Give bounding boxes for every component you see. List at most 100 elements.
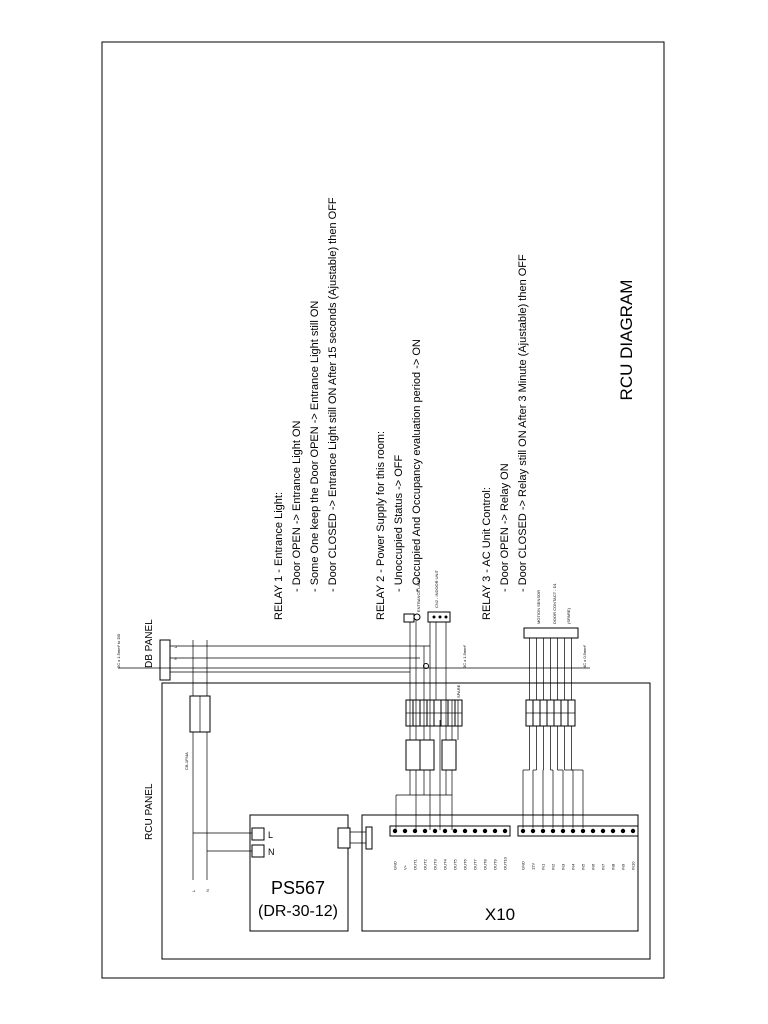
input-strip-body	[517, 825, 639, 837]
input-terminal-label: IN8	[611, 863, 616, 870]
psu-dc-terminals	[337, 827, 351, 849]
x10-power-terminal	[365, 826, 373, 850]
sheet-border	[101, 41, 665, 979]
psu-part-number: (DR-30-12)	[258, 903, 338, 920]
supply-n-label: N	[205, 889, 210, 892]
input-terminal-label: IN9	[621, 863, 626, 870]
entrance-lamp-terminal	[403, 613, 415, 623]
x10-label: X10	[485, 905, 515, 924]
rcu-panel-outline	[161, 682, 651, 960]
db-panel-label: DB PANEL	[144, 619, 155, 668]
sensor-connector	[523, 627, 579, 639]
output-terminal-label: OUT5	[453, 859, 458, 870]
entrance-lamp-label: ENTRANCE LAMP	[416, 578, 421, 612]
input-terminal-screw	[580, 828, 586, 834]
psu-terminal-l-label: L	[268, 830, 273, 840]
output-terminal-label: OUT6	[463, 859, 468, 870]
relay1-line-2: - Some One keep the Door OPEN -> Entranc…	[309, 301, 321, 592]
input-terminal-screw	[520, 828, 526, 834]
sensor-spare-label: (SPARE)	[566, 607, 571, 624]
output-terminal-label: V+	[403, 864, 408, 870]
input-terminal-screw	[610, 828, 616, 834]
relay1-line-1: - Door OPEN -> Entrance Light ON	[291, 420, 303, 592]
indoor-unit-label: CN2 - INDOOR UNIT	[434, 569, 439, 608]
input-terminal-screw	[530, 828, 536, 834]
input-terminal-screw	[550, 828, 556, 834]
output-terminal-label: OUT2	[423, 859, 428, 870]
entrance-lamp-symbol	[413, 613, 421, 621]
relay-terminal-block-top	[405, 699, 463, 727]
input-terminal-label: IN10	[631, 861, 636, 870]
relay2-line-2: - Occupied And Occupancy evaluation peri…	[411, 339, 423, 592]
diagram-title: RCU DIAGRAM	[617, 280, 636, 401]
psu-terminal-n-label: N	[268, 847, 275, 857]
input-terminal-screw	[590, 828, 596, 834]
relay3-line-1: - Door OPEN -> Relay ON	[499, 463, 511, 592]
breaker-label: CB-1P/4A	[184, 752, 189, 770]
relay3-line-2: - Door CLOSED -> Relay still ON After 3 …	[517, 254, 529, 592]
input-terminal-label: IN5	[581, 863, 586, 870]
input-terminal-label: IN1	[541, 863, 546, 870]
input-terminal-screw	[560, 828, 566, 834]
output-terminal-screw	[472, 828, 478, 834]
input-terminal-screw	[620, 828, 626, 834]
output-terminal-label: OUT10	[503, 856, 508, 870]
lamp-neutral-node	[423, 663, 429, 669]
output-terminal-label: OUT9	[493, 859, 498, 870]
output-terminal-screw	[502, 828, 508, 834]
spare-relay-label: SPARE	[456, 684, 461, 698]
db-panel-busbar	[159, 639, 171, 681]
input-terminal-label: IN6	[591, 863, 596, 870]
input-terminal-label: 12V	[531, 863, 536, 870]
motion-sensor-label: MOTION SENSOR	[536, 590, 541, 624]
input-terminal-screw	[630, 828, 636, 834]
output-terminal-screw	[402, 828, 408, 834]
indoor-unit-pin-3	[444, 615, 448, 619]
input-terminal-label: IN7	[601, 863, 606, 870]
relay1-line-3: - Door CLOSED -> Entrance Light still ON…	[327, 197, 339, 592]
relay1-heading: RELAY 1 - Entrance Light:	[273, 492, 285, 620]
relay2-line-1: - Unoccupied Status -> OFF	[393, 454, 405, 592]
sensor-wires	[522, 638, 584, 828]
db-n-label: N	[173, 657, 178, 660]
indoor-unit-pin-2	[438, 615, 442, 619]
output-terminal-screw	[392, 828, 398, 834]
input-terminal-screw	[540, 828, 546, 834]
input-terminal-screw	[600, 828, 606, 834]
relay-1	[405, 739, 421, 771]
rcu-panel-label: RCU PANEL	[144, 783, 155, 840]
input-terminal-label: IN3	[561, 863, 566, 870]
supply-l-label: L	[191, 889, 196, 892]
input-terminal-label: IN2	[551, 863, 556, 870]
output-terminal-screw	[482, 828, 488, 834]
output-terminal-label: OUT8	[483, 859, 488, 870]
input-terminal-label: GND	[521, 861, 526, 870]
output-terminal-screw	[422, 828, 428, 834]
relay3-heading: RELAY 3 - AC Unit Control:	[481, 487, 493, 620]
x10-controller-box	[361, 814, 639, 932]
output-strip-body	[389, 825, 511, 837]
output-terminal-screw	[442, 828, 448, 834]
relay-2	[419, 739, 435, 771]
output-terminal-screw	[492, 828, 498, 834]
input-terminal-screw	[570, 828, 576, 834]
cable-label-mid: 3C x 1.5mm²	[462, 644, 467, 668]
output-terminal-label: GND	[393, 861, 398, 870]
cable-label-low: 4C x 0.5mm²	[582, 644, 587, 668]
output-terminal-screw	[432, 828, 438, 834]
output-terminal-label: OUT7	[473, 859, 478, 870]
indoor-unit-pin-1	[432, 615, 436, 619]
cable-label-top: 2C x 1.5mm² to DB	[116, 634, 121, 668]
input-terminal-label: IN4	[571, 863, 576, 870]
door-contact-label: DOOR CONTACT - D1	[552, 582, 557, 624]
output-terminal-screw	[462, 828, 468, 834]
output-terminal-screw	[452, 828, 458, 834]
psu-terminal-n	[251, 844, 265, 858]
output-terminal-screw	[412, 828, 418, 834]
relay2-heading: RELAY 2 - Power Supply for this room:	[375, 431, 387, 620]
power-supply-box	[249, 814, 349, 932]
x10-input-terminal-strip: GND 12V IN1 IN2 IN3 IN4 IN5 IN6 IN7 IN8 IN9 IN10	[517, 825, 639, 870]
output-terminal-label: OUT1	[413, 859, 418, 870]
